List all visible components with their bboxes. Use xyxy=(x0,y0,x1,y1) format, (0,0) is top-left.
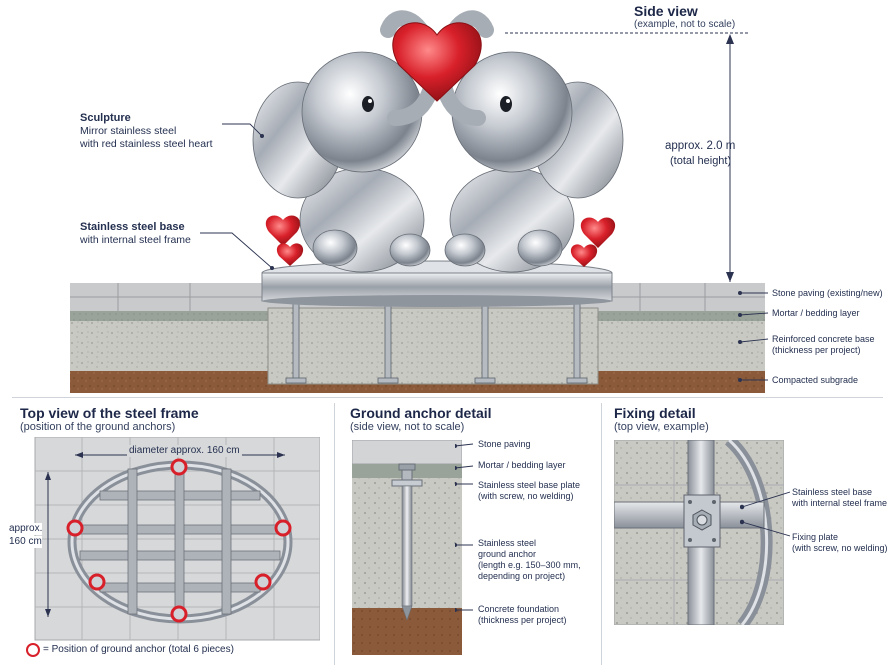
anchor-label-mortar: Mortar / bedding layer xyxy=(478,460,566,470)
sculpture-line-1: Mirror stainless steel xyxy=(80,125,177,137)
leader-lines xyxy=(200,123,769,381)
layer-stone-paving: Stone paving (existing/new) xyxy=(772,288,883,298)
base-line-1: with internal steel frame xyxy=(80,234,191,246)
sculpture-title: Sculpture xyxy=(80,112,131,124)
steel-frame-bars xyxy=(79,464,281,618)
fixing-detail-title: Fixing detail xyxy=(614,405,696,421)
diameter-label: diameter approx. 160 cm xyxy=(127,445,242,457)
sculpture-line-2: with red stainless steel heart xyxy=(80,138,213,150)
legend-marker xyxy=(26,643,40,657)
foundation-block xyxy=(267,307,599,385)
height-label-1: approx. 2.0 m xyxy=(665,140,736,152)
top-view-subtitle: (position of the ground anchors) xyxy=(20,421,176,433)
anchor-label-plate-1: Stainless steel base plate xyxy=(478,480,581,490)
anchor-label-foundation-2: (thickness per project) xyxy=(478,615,567,625)
leader-dots xyxy=(260,134,742,382)
height-dimension xyxy=(505,32,748,282)
left-elephant xyxy=(252,10,442,273)
layer-concrete: Reinforced concrete base xyxy=(772,334,875,344)
anchor-label-anchor-2: ground anchor xyxy=(478,549,537,559)
right-elephant xyxy=(434,10,624,273)
fixing-label-base-1: Stainless steel base xyxy=(792,487,873,497)
big-heart xyxy=(392,22,482,102)
top-view-title: Top view of the steel frame xyxy=(20,405,199,421)
fixing-label-plate-2: (with screw, no welding) xyxy=(792,543,888,553)
side-length-label-2: 160 cm xyxy=(9,536,42,548)
legend-text: = Position of ground anchor (total 6 pie… xyxy=(43,644,234,655)
anchor-detail-subtitle: (side view, not to scale) xyxy=(350,421,465,433)
anchor-label-anchor-3: (length e.g. 150–300 mm, xyxy=(478,560,581,570)
layer-subgrade: Compacted subgrade xyxy=(772,375,859,385)
anchor-label-plate-2: (with screw, no welding) xyxy=(478,491,574,501)
fixing-label-plate-1: Fixing plate xyxy=(792,532,839,542)
fixing-detail-figure xyxy=(614,440,784,625)
anchor-detail-figure xyxy=(352,440,462,655)
fixing-label-base-2: with internal steel frame xyxy=(792,498,888,508)
steel-base xyxy=(261,260,613,307)
anchor-label-anchor-1: Stainless steel xyxy=(478,538,537,548)
side-length-label-1: approx. xyxy=(9,523,43,535)
divider-horizontal xyxy=(12,397,883,398)
side-view-title: Side view xyxy=(634,3,698,19)
anchor-label-anchor-4: depending on project) xyxy=(478,571,566,581)
divider-1 xyxy=(334,403,335,665)
anchor-label-foundation-1: Concrete foundation xyxy=(478,604,560,614)
fixing-leaders xyxy=(740,491,790,537)
anchor-label-paving: Stone paving xyxy=(478,439,531,449)
ground-layers xyxy=(70,283,765,393)
layer-mortar: Mortar / bedding layer xyxy=(772,308,860,318)
anchor-leaders xyxy=(455,443,474,613)
anchor-markers xyxy=(66,458,292,623)
side-view-figure xyxy=(70,10,769,393)
height-label-2: (total height) xyxy=(670,155,732,167)
layer-concrete-note: (thickness per project) xyxy=(772,345,861,355)
top-view-figure xyxy=(34,437,320,641)
divider-2 xyxy=(601,403,602,665)
anchor-detail-title: Ground anchor detail xyxy=(350,405,492,421)
side-view-subtitle: (example, not to scale) xyxy=(634,19,736,30)
base-title: Stainless steel base xyxy=(80,221,185,233)
small-hearts xyxy=(265,215,616,267)
fixing-detail-subtitle: (top view, example) xyxy=(614,421,709,433)
